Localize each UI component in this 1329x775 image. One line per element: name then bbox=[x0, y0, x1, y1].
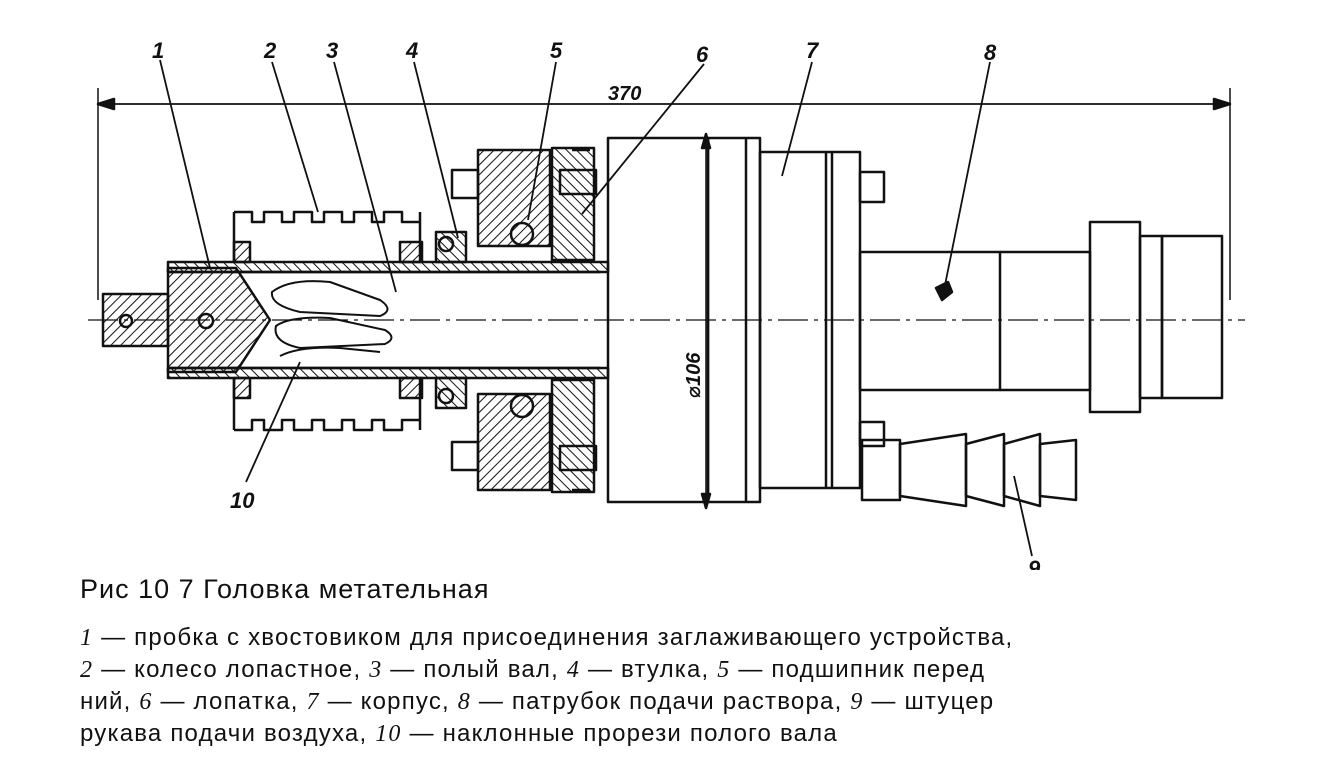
legend-line: 2 — колесо лопастное, 3 — полый вал, 4 —… bbox=[80, 654, 1270, 686]
legend-text: — подшипник перед bbox=[730, 656, 986, 683]
legend-text: — штуцер bbox=[863, 688, 995, 715]
dimension-label-overall: 370 bbox=[608, 83, 641, 105]
technical-drawing: 1 2 3 4 5 6 7 8 9 10 370 ⌀106 bbox=[88, 38, 1245, 570]
legend-line: 1 — пробка с хвостовиком для присоединен… bbox=[80, 622, 1270, 654]
legend-number: 3 bbox=[369, 657, 383, 683]
legend-number: 5 bbox=[717, 657, 731, 683]
solution-feed-nozzle bbox=[858, 220, 1224, 414]
bushing bbox=[434, 230, 468, 410]
callout-9: 9 bbox=[1028, 556, 1041, 570]
bladed-wheel bbox=[232, 210, 424, 432]
legend-line: рукава подачи воздуха, 10 — наклонные пр… bbox=[80, 718, 1270, 750]
callout-7: 7 bbox=[806, 38, 820, 63]
legend-number: 7 bbox=[306, 689, 320, 715]
front-bearing bbox=[450, 146, 596, 494]
legend-number: 2 bbox=[80, 657, 94, 683]
air-hose-fitting bbox=[860, 432, 1078, 508]
legend-text: — пробка с хвостовиком для присоединения… bbox=[93, 624, 1014, 651]
legend-number: 6 bbox=[139, 689, 153, 715]
leader-lines bbox=[159, 59, 1033, 557]
legend-text: — полый вал, bbox=[382, 656, 567, 683]
dimension-line-overall bbox=[96, 88, 1232, 300]
legend-number: 1 bbox=[80, 625, 94, 651]
legend-text: — колесо лопастное, bbox=[93, 656, 370, 683]
callout-10: 10 bbox=[230, 488, 255, 513]
legend-text: — патрубок подачи раствора, bbox=[470, 688, 851, 715]
blade bbox=[558, 148, 598, 492]
legend-number: 8 bbox=[457, 689, 471, 715]
body bbox=[606, 132, 886, 510]
figure-caption: Рис 10 7 Головка метательная bbox=[80, 574, 490, 604]
legend-text: — корпус, bbox=[319, 688, 458, 715]
callout-1: 1 bbox=[152, 38, 164, 63]
callout-2: 2 bbox=[263, 38, 277, 63]
inclined-slots bbox=[270, 280, 393, 357]
callout-3: 3 bbox=[326, 38, 338, 63]
callout-8: 8 bbox=[984, 40, 997, 65]
legend-text: — наклонные прорези полого вала bbox=[401, 720, 838, 747]
legend-text: ний, bbox=[80, 688, 140, 715]
callout-4: 4 bbox=[405, 38, 418, 63]
figure-legend: 1 — пробка с хвостовиком для присоединен… bbox=[80, 622, 1270, 750]
legend-line: ний, 6 — лопатка, 7 — корпус, 8 — патруб… bbox=[80, 686, 1270, 718]
legend-text: рукава подачи воздуха, bbox=[80, 720, 376, 747]
legend-number: 10 bbox=[375, 721, 402, 747]
dimension-label-diameter: ⌀106 bbox=[683, 352, 705, 398]
legend-text: — лопатка, bbox=[152, 688, 307, 715]
legend-text: — втулка, bbox=[580, 656, 718, 683]
legend-number: 4 bbox=[566, 657, 581, 683]
legend-number: 9 bbox=[850, 689, 864, 715]
plug-with-shank bbox=[101, 266, 272, 374]
callout-5: 5 bbox=[550, 38, 563, 63]
callout-6: 6 bbox=[696, 42, 709, 67]
